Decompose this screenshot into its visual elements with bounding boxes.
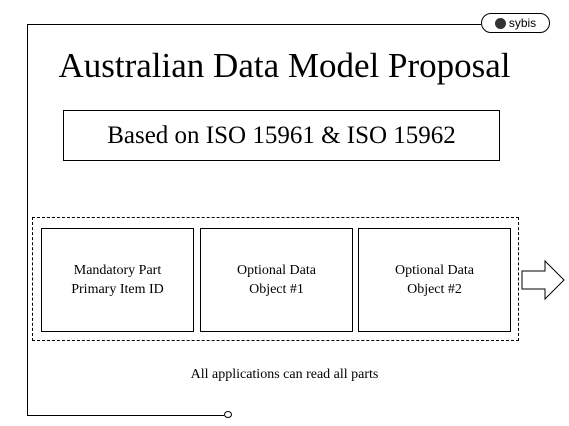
part-label-line2: Object #2 — [407, 282, 462, 297]
subtitle-text: Based on ISO 15961 & ISO 15962 — [107, 121, 456, 149]
frame-end-circle — [224, 411, 232, 418]
part-box-optional-1: Optional Data Object #1 — [200, 228, 353, 332]
slide-frame-left-line — [27, 24, 28, 415]
right-arrow-icon — [521, 260, 565, 300]
part-label-line1: Optional Data — [237, 263, 316, 278]
caption: All applications can read all parts — [190, 367, 379, 382]
part-label-line1: Mandatory Part — [73, 263, 162, 278]
subtitle-box: Based on ISO 15961 & ISO 15962 — [63, 110, 500, 161]
part-label-line2: Primary Item ID — [71, 282, 164, 297]
part-box-optional-2: Optional Data Object #2 — [358, 228, 511, 332]
slide-frame-bottom-line — [27, 415, 224, 416]
slide-title: Australian Data Model Proposal — [58, 46, 511, 85]
slide-frame-top-line — [27, 24, 481, 25]
part-label-line2: Object #1 — [249, 282, 304, 297]
part-label-line1: Optional Data — [395, 263, 474, 278]
part-box-mandatory: Mandatory Part Primary Item ID — [41, 228, 194, 332]
logo-text: sybis — [508, 16, 537, 30]
sybis-logo-icon — [494, 17, 506, 29]
data-model-container — [32, 217, 519, 341]
sybis-logo: sybis — [481, 13, 550, 33]
